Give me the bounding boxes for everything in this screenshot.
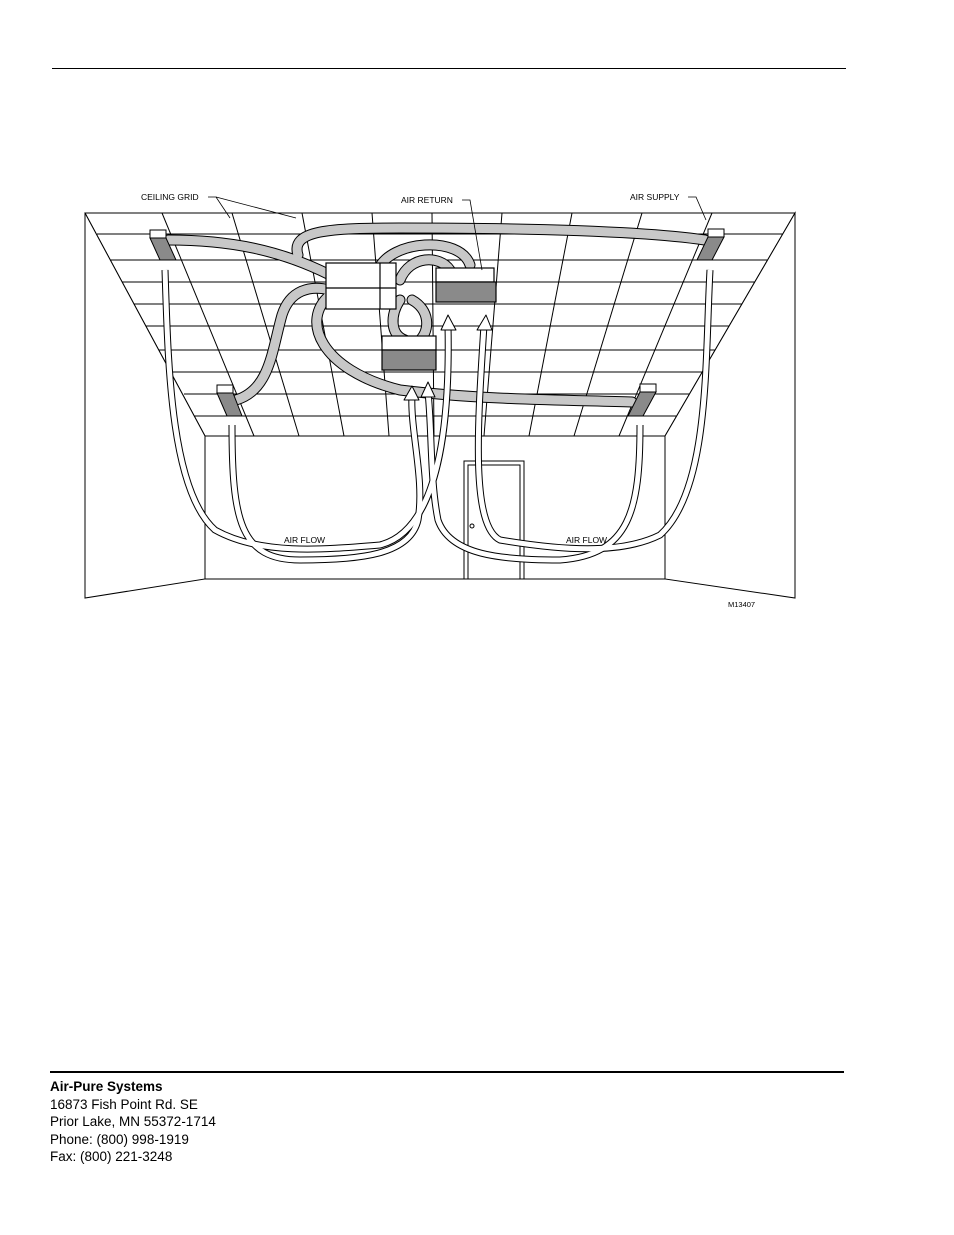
ceiling-grid-label: CEILING GRID	[141, 192, 199, 202]
supply-diffusers	[149, 228, 725, 417]
company-name: Air-Pure Systems	[50, 1079, 163, 1094]
city-state-zip: Prior Lake, MN 55372-1714	[50, 1114, 216, 1129]
duct-hoses	[162, 222, 711, 408]
footer-rule	[50, 1071, 844, 1073]
room-airflow-svg: CEILING GRID AIR RETURN AIR SUPPLY AIR F…	[84, 192, 796, 609]
room-airflow-diagram: CEILING GRID AIR RETURN AIR SUPPLY AIR F…	[80, 185, 800, 615]
fax-number: Fax: (800) 221-3248	[50, 1149, 173, 1164]
top-rule	[52, 68, 846, 69]
air-supply-label: AIR SUPPLY	[630, 192, 680, 202]
air-flow-right-label: AIR FLOW	[566, 535, 607, 545]
return-grilles	[381, 267, 497, 371]
street-address: 16873 Fish Point Rd. SE	[50, 1096, 198, 1112]
air-handler-unit	[325, 262, 397, 310]
figure-id-label: M13407	[728, 600, 755, 609]
company-address: Air-Pure Systems 16873 Fish Point Rd. SE…	[50, 1078, 216, 1166]
air-flow-left-label: AIR FLOW	[284, 535, 325, 545]
air-return-label: AIR RETURN	[401, 195, 453, 205]
airflow-arrows	[161, 269, 714, 564]
leader-lines	[208, 196, 707, 271]
phone-number: Phone: (800) 998-1919	[50, 1131, 189, 1147]
